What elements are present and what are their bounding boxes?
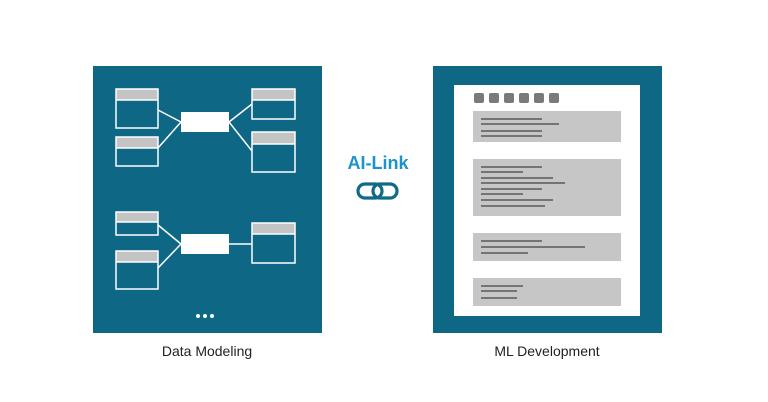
tab-square <box>534 93 544 103</box>
entity-table <box>115 250 159 290</box>
data-modeling-label: Data Modeling <box>161 343 253 359</box>
content-block <box>473 111 621 142</box>
ml-development-panel <box>433 66 662 333</box>
tab-square <box>549 93 559 103</box>
chain-link-icon <box>356 182 399 200</box>
join-box <box>181 112 229 132</box>
entity-table <box>115 211 159 236</box>
ai-link-label: AI-Link <box>347 153 409 173</box>
entity-table <box>251 222 296 264</box>
ml-development-label: ML Development <box>494 343 600 359</box>
content-block <box>473 278 621 306</box>
data-modeling-panel <box>93 66 322 333</box>
entity-table <box>251 88 296 120</box>
relationship-lines <box>157 103 253 269</box>
tab-square <box>489 93 499 103</box>
entity-table <box>115 88 159 129</box>
content-block <box>473 159 621 216</box>
ellipsis-icon <box>196 314 214 318</box>
content-block <box>473 233 621 261</box>
tab-square <box>504 93 514 103</box>
tab-square <box>519 93 529 103</box>
tab-square <box>474 93 484 103</box>
join-box <box>181 234 229 254</box>
entity-table <box>251 131 296 173</box>
entity-table <box>115 136 159 167</box>
